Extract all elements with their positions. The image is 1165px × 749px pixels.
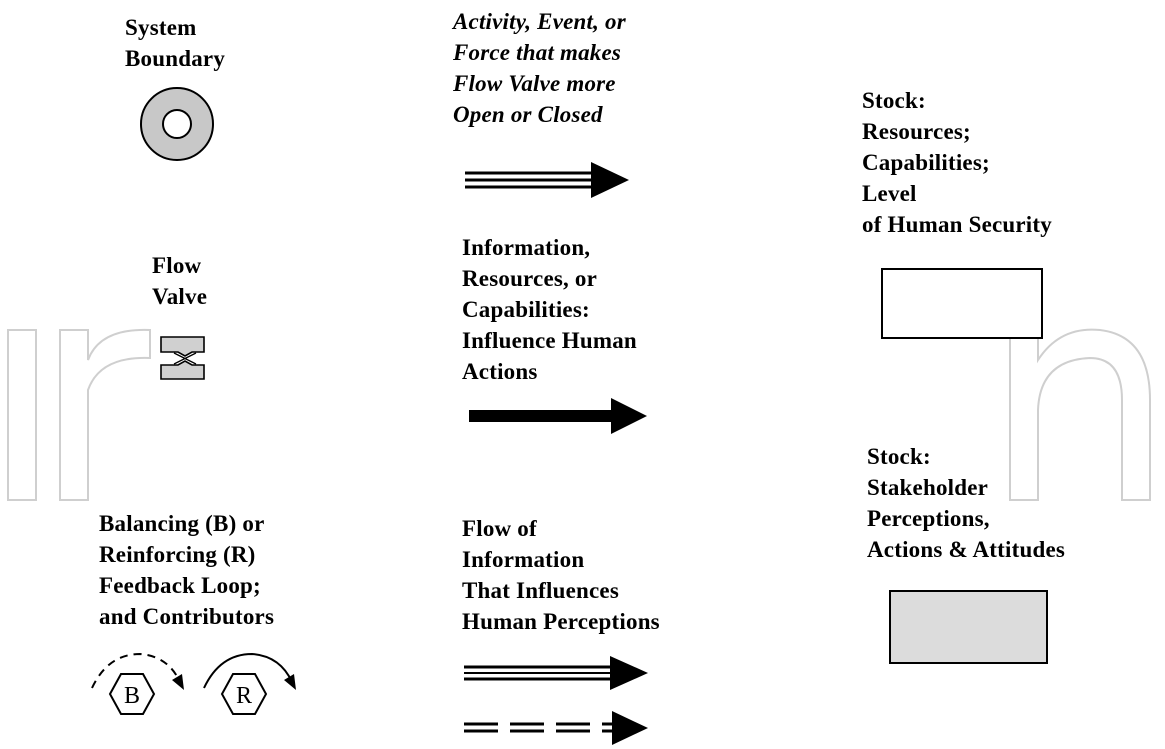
stock-perceptions-box [889, 590, 1048, 664]
information-arrow-label: Information, Resources, or Capabilities:… [462, 235, 637, 384]
flow-valve-icon [160, 336, 205, 380]
stock-security-label: Stock: Resources; Capabilities; Level of… [862, 88, 1052, 237]
triple-line-arrow-icon [464, 656, 648, 690]
activity-arrow-label: Activity, Event, or Force that makes Flo… [453, 9, 626, 127]
reinforcing-loop-icon: R [203, 652, 296, 715]
perception-arrow-label: Flow of Information That Influences Huma… [462, 516, 660, 634]
system-boundary-label: System Boundary [125, 15, 226, 71]
balancing-letter: B [124, 683, 140, 709]
stock-security-box [881, 268, 1043, 339]
stock-perceptions-label: Stock: Stakeholder Perceptions, Actions … [867, 444, 1066, 562]
flow-valve-label: Flow Valve [152, 253, 208, 309]
system-boundary-ring-icon [140, 87, 214, 161]
feedback-loop-label: Balancing (B) or Reinforcing (R) Feedbac… [99, 511, 275, 629]
balancing-loop-icon: B [91, 652, 184, 715]
double-line-arrow-icon [465, 162, 629, 198]
dashed-line-arrow-icon [464, 711, 648, 745]
thick-arrow-icon [469, 398, 647, 434]
reinforcing-letter: R [236, 683, 252, 709]
